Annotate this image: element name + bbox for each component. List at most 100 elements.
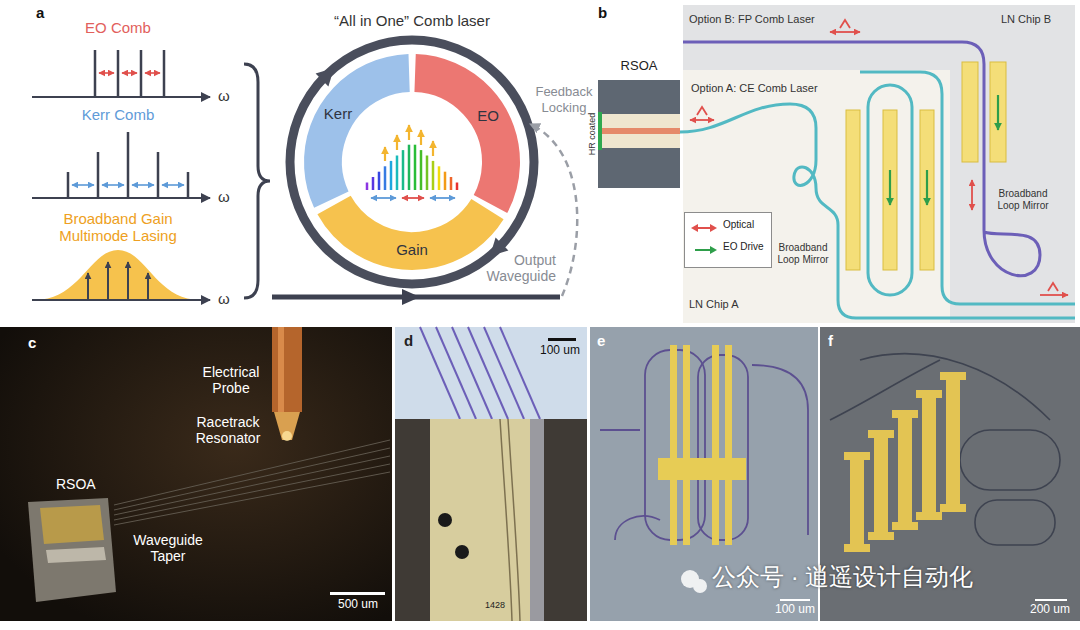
ce-device-photo: [658, 458, 746, 480]
rainbow-comb: [402, 150, 405, 190]
eo-drive-arrow: [889, 170, 891, 205]
ring-segment: Gain: [386, 241, 440, 261]
optical-arrow: [690, 119, 714, 121]
ce-device-photo: [780, 599, 810, 601]
rsoa-chip: [598, 114, 680, 148]
eo-comb-sketch: [122, 72, 137, 74]
ce-device-photo: [600, 350, 808, 540]
chip-b-ground: [683, 5, 1075, 323]
rainbow-comb: [420, 150, 423, 190]
panel-letter: b: [598, 4, 607, 21]
gain-sketch: [87, 273, 89, 299]
kerr-comb-sketch: [72, 184, 94, 186]
fp-device-photo: [940, 372, 966, 380]
assembly-photo: [28, 498, 116, 602]
gain-sketch: [127, 262, 129, 299]
chip-marking: 1428: [485, 600, 505, 610]
electrode: [920, 110, 934, 270]
option-a-waveguide: [680, 104, 1075, 318]
electrode: [883, 110, 897, 270]
rainbow-comb: [456, 183, 459, 191]
comb-title: Kerr Comb: [58, 106, 178, 123]
eo-comb-sketch: [32, 96, 210, 98]
kerr-comb-sketch: [32, 132, 210, 198]
ce-device-photo: [683, 345, 690, 545]
comb-ring: [490, 238, 508, 256]
legend-box: OpticalEO Drive: [684, 212, 772, 268]
comb-ring: [289, 39, 534, 284]
assembly-photo: [0, 327, 392, 621]
kerr-comb-sketch: [68, 132, 188, 198]
option-b-waveguide: [683, 42, 1040, 276]
fp-device-photo: [922, 390, 936, 520]
fp-device-photo: [946, 372, 960, 512]
chip-region: Option A: CE Comb LaserBroadband Loop Mi…: [683, 70, 950, 323]
fp-device-photo: [892, 522, 918, 530]
optical-arrow: [840, 20, 850, 28]
option-a-waveguide: [860, 72, 1075, 304]
electrode: [846, 110, 860, 270]
photo-callout: Waveguide Taper: [128, 532, 208, 564]
coupling-photo: [436, 327, 476, 419]
rainbow-comb: [408, 145, 411, 190]
assembly-photo: [274, 412, 300, 440]
comb-ring: [290, 40, 534, 284]
rsoa-chip: [598, 128, 680, 134]
assembly-photo: [278, 327, 284, 412]
comb-arrows: [430, 197, 455, 199]
rainbow-comb: [366, 183, 369, 191]
comb-title: Broadband Gain Multimode Lasing: [48, 210, 188, 244]
comb-arrows: [384, 147, 386, 161]
option-a-waveguide: [868, 85, 912, 295]
coupling-photo: [500, 327, 540, 419]
fp-device-photo: [874, 430, 888, 540]
assembly-photo: [114, 448, 390, 510]
fp-device-photo: [892, 410, 918, 418]
coupling-photo: [395, 327, 587, 621]
coupling-photo: [484, 327, 524, 419]
coupling-photo: [395, 419, 587, 621]
fp-device-photo: [975, 500, 1055, 545]
eo-comb-sketch: [95, 50, 164, 97]
fp-device-photo: [844, 452, 870, 460]
chip-name: LN Chip A: [689, 298, 739, 311]
assembly-photo: [282, 431, 292, 441]
legend-sample: [691, 222, 717, 234]
photo-callout: Electrical Probe: [196, 364, 266, 396]
electrode: [990, 62, 1006, 162]
coupling-photo: [455, 545, 469, 559]
assembly-photo: [114, 464, 390, 520]
axis-label: ω: [218, 188, 230, 205]
coupling-photo: [500, 419, 520, 621]
output-waveguide: [402, 289, 420, 305]
ring-heading: “All in One” Comb laser: [300, 12, 524, 29]
rsoa-chip: RSOAHR coated: [598, 80, 680, 188]
assembly-photo: [114, 472, 390, 525]
coupling-photo: [420, 327, 460, 419]
rainbow-comb: [390, 161, 393, 190]
watermark: 公众号 · 逍遥设计自动化: [712, 563, 973, 591]
wechat-icon: [693, 579, 707, 593]
annotation: Feedback Locking: [534, 84, 594, 116]
rainbow-comb: [372, 177, 375, 190]
comb-arrows: [432, 141, 434, 156]
optical-arrow: [830, 31, 860, 33]
panel-letter: d: [404, 332, 413, 349]
scale-bar-label: 100 um: [775, 603, 815, 617]
chip-name: LN Chip B: [1001, 13, 1051, 26]
coupling-photo: [430, 419, 530, 621]
rsoa-chip: [598, 80, 680, 188]
part-label: Broadband Loop Mirror: [776, 242, 830, 266]
rainbow-comb: [432, 161, 435, 190]
output-waveguide: [272, 289, 560, 305]
kerr-comb-sketch: [132, 184, 154, 186]
coupling-photo: [452, 327, 492, 419]
fp-device-photo: [940, 504, 966, 512]
assembly-photo: [114, 456, 390, 515]
rsoa-chip: [598, 80, 680, 188]
coupling-photo: [548, 338, 576, 341]
coupling-photo: [420, 327, 540, 419]
gain-sketch: [107, 262, 109, 299]
fp-device-photo: [844, 372, 966, 552]
